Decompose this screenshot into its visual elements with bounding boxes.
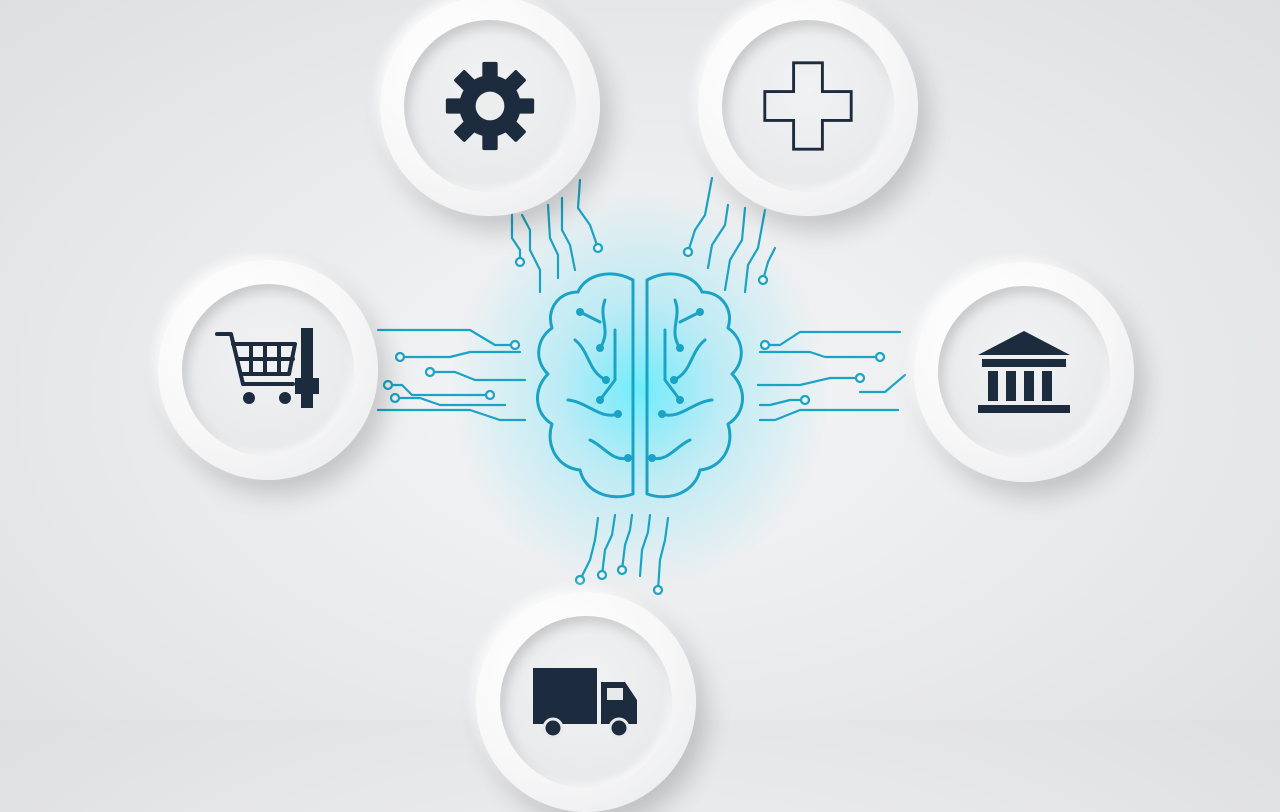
delivery-truck-icon xyxy=(533,668,637,739)
brain-glow xyxy=(450,190,830,590)
gear-node[interactable] xyxy=(380,0,600,216)
circuit-scene xyxy=(376,176,907,596)
bank-building-icon xyxy=(978,331,1070,413)
circuit-traces xyxy=(376,176,907,592)
brain-left-hemisphere xyxy=(535,272,635,499)
bank-node-face xyxy=(938,286,1110,458)
brain-circuit-dots xyxy=(576,308,704,462)
gear-node-face xyxy=(404,20,576,192)
circuit-nodes xyxy=(382,242,886,596)
health-node[interactable] xyxy=(698,0,918,216)
medical-cross-icon xyxy=(763,61,853,151)
truck-node[interactable] xyxy=(476,592,696,812)
cart-node[interactable] xyxy=(158,260,378,480)
health-node-face xyxy=(722,20,894,192)
cart-node-face xyxy=(182,284,354,456)
shopping-cart-icon xyxy=(215,328,319,408)
truck-node-face xyxy=(500,616,672,788)
bank-node[interactable] xyxy=(914,262,1134,482)
gear-icon xyxy=(445,61,535,151)
brain-right-hemisphere xyxy=(645,272,745,499)
brain-circuit-icon xyxy=(535,272,745,499)
